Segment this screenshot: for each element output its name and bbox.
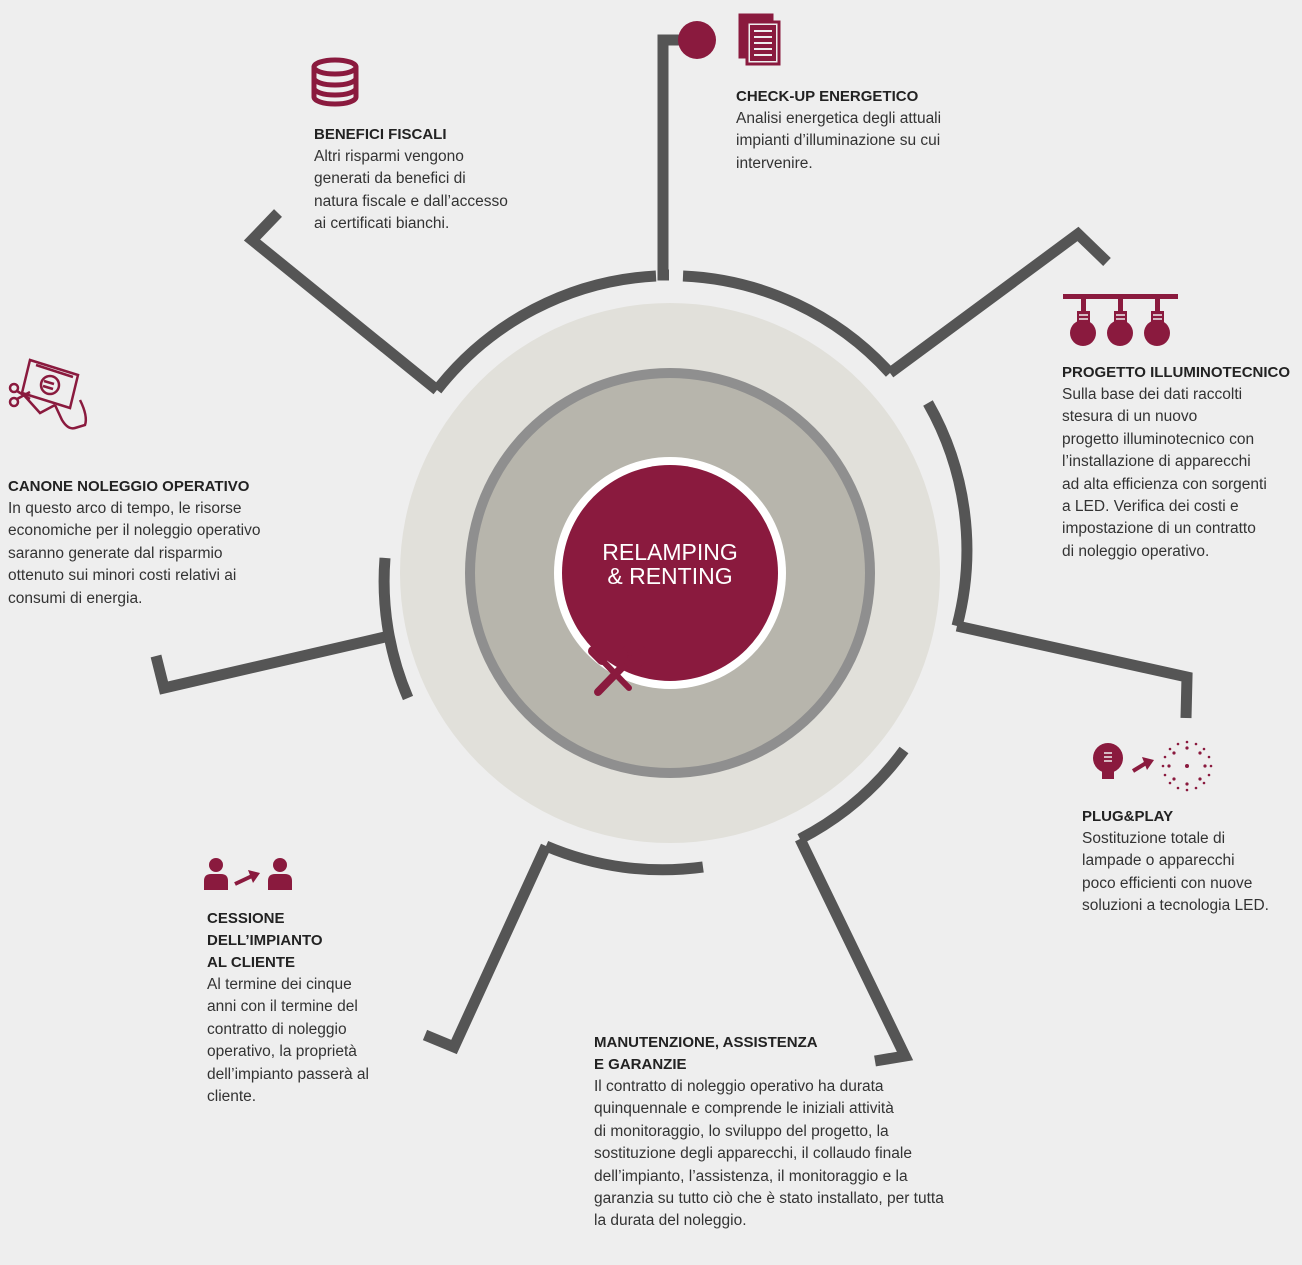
hanging-bulbs-icon: [1063, 294, 1178, 346]
arc-manutenzione: [797, 746, 909, 844]
step-canone-noleggio: CANONE NOLEGGIO OPERATIVO In questo arco…: [8, 476, 308, 610]
arm-canone: [150, 631, 387, 695]
arc-canone: [378, 557, 414, 701]
arm-manutenzione: [795, 836, 914, 1067]
person-transfer-icon: [204, 858, 292, 890]
step-manutenzione: MANUTENZIONE, ASSISTENZA E GARANZIE Il c…: [594, 1032, 984, 1233]
arc-cessione: [543, 840, 704, 876]
step-text: Sostituzione totale di lampade o apparec…: [1082, 830, 1269, 915]
step-title: PROGETTO ILLUMINOTECNICO: [1062, 364, 1291, 381]
center-label: RELAMPING & RENTING: [602, 539, 738, 589]
arc-benefici: [432, 270, 657, 394]
step-title: MANUTENZIONE, ASSISTENZA E GARANZIE: [594, 1034, 818, 1073]
step-title: PLUG&PLAY: [1082, 808, 1174, 825]
start-dot: [678, 21, 716, 59]
step-cessione-impianto: CESSIONE DELL’IMPIANTO AL CLIENTE Al ter…: [207, 908, 397, 1108]
step-title: BENEFICI FISCALI: [314, 126, 447, 143]
arc-progetto: [682, 270, 895, 377]
step-title: CESSIONE DELL’IMPIANTO AL CLIENTE: [207, 910, 323, 971]
coins-stack-icon: [311, 57, 359, 107]
step-title: CHECK-UP ENERGETICO: [736, 88, 919, 105]
arm-progetto: [886, 226, 1111, 378]
step-text: In questo arco di tempo, le risorse econ…: [8, 500, 261, 607]
arm-check-up: [657, 34, 690, 281]
arm-cessione: [422, 843, 552, 1055]
bulb-to-led-icon: [1093, 740, 1213, 792]
center-disc: [562, 465, 778, 681]
step-progetto-illuminotecnico: PROGETTO ILLUMINOTECNICO Sulla base dei …: [1062, 362, 1300, 563]
step-text: Sulla base dei dati raccolti stesura di …: [1062, 386, 1267, 560]
step-text: Al termine dei cinque anni con il termin…: [207, 976, 369, 1106]
step-check-up-energetico: CHECK-UP ENERGETICO Analisi energetica d…: [736, 86, 986, 175]
arm-benefici: [243, 209, 441, 395]
step-text: Il contratto di noleggio operativo ha du…: [594, 1078, 944, 1230]
arm-plugplay: [955, 620, 1193, 719]
step-plug-and-play: PLUG&PLAY Sostituzione totale di lampade…: [1082, 806, 1300, 918]
euro-note-hand-icon: [8, 358, 88, 430]
tools-icon: [588, 642, 647, 696]
step-title: CANONE NOLEGGIO OPERATIVO: [8, 478, 250, 495]
step-benefici-fiscali: BENEFICI FISCALI Altri risparmi vengono …: [314, 124, 544, 236]
documents-icon: [738, 13, 781, 66]
step-text: Altri risparmi vengono generati da benef…: [314, 148, 508, 233]
arc-plugplay: [923, 400, 973, 628]
step-text: Analisi energetica degli attuali impiant…: [736, 110, 942, 172]
